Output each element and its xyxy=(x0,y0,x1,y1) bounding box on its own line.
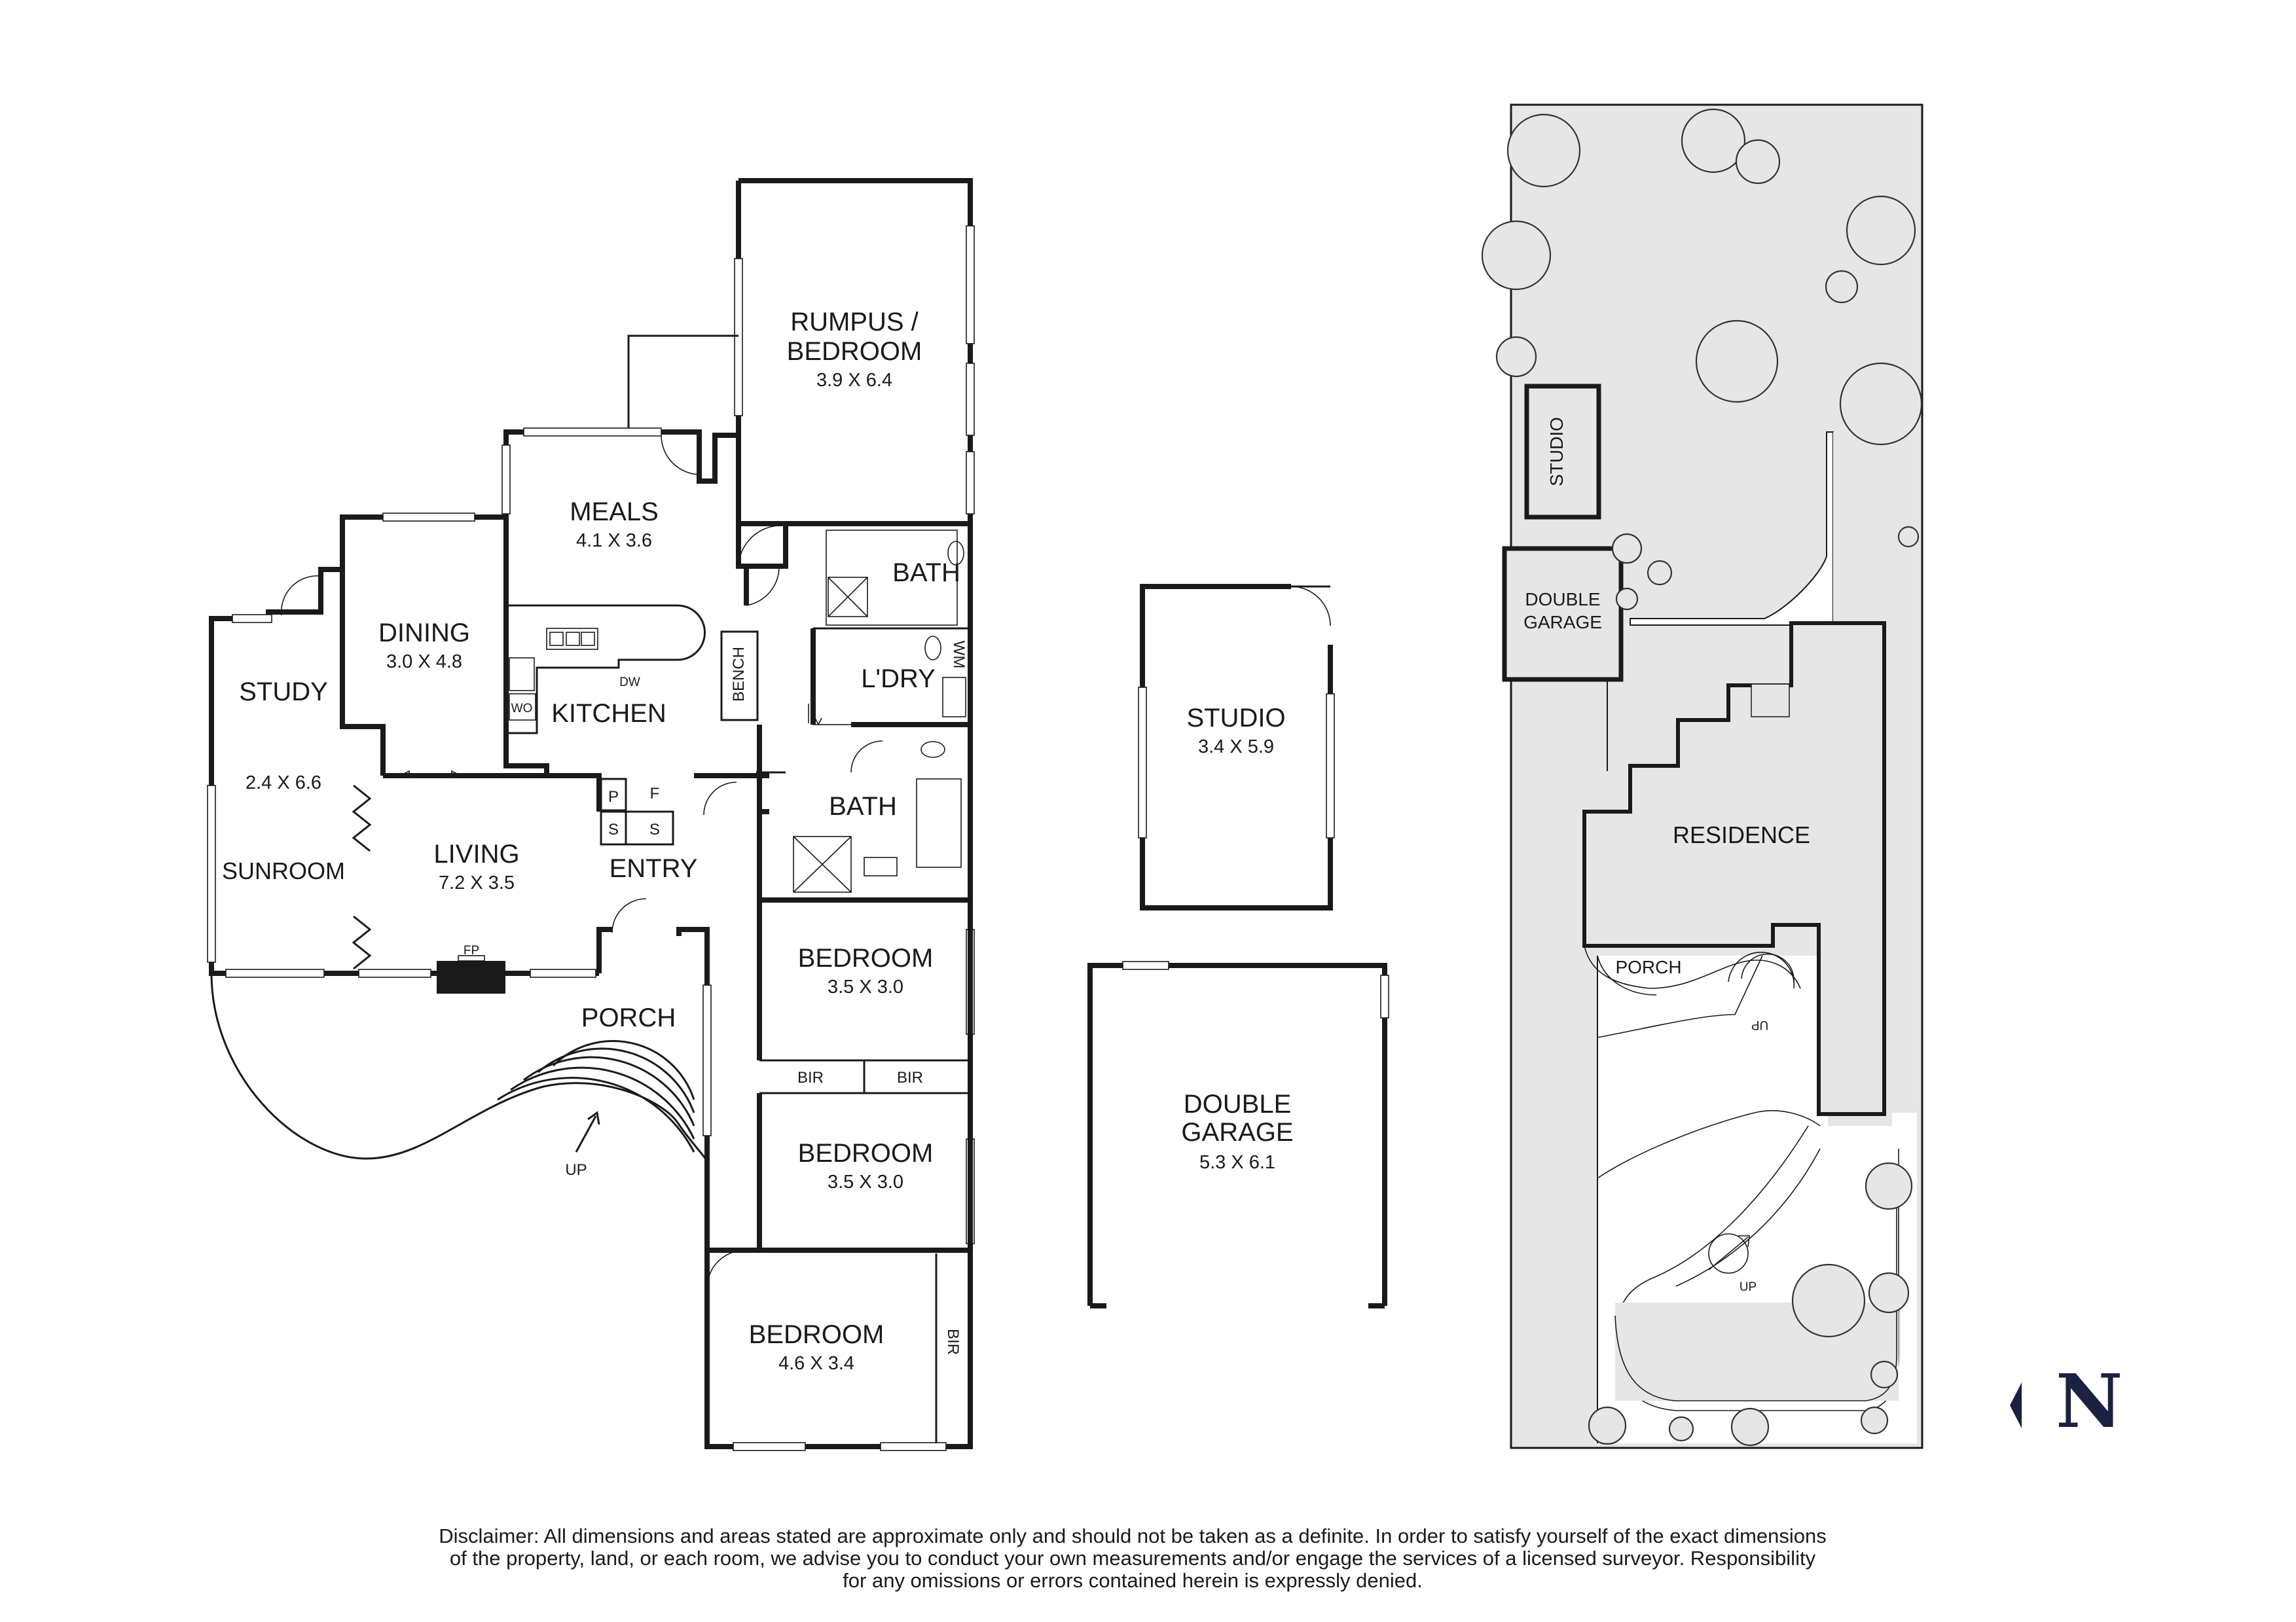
room-dimensions: 3.9 X 6.4 xyxy=(816,370,892,391)
site-garage-label: DOUBLE xyxy=(1525,589,1600,609)
room-dimensions: 4.6 X 3.4 xyxy=(778,1353,854,1374)
site-up-label: UP xyxy=(1751,1018,1768,1032)
site-garage-label: GARAGE xyxy=(1523,612,1602,632)
site-trees xyxy=(1481,108,1923,1447)
room-dimensions: 3.5 X 3.0 xyxy=(828,1172,903,1193)
robe-label: BIR xyxy=(944,1329,962,1355)
fixture-labels: BENCH DW WO WM FP P S F S BIR BIR BIR UP xyxy=(464,641,968,1355)
wall-oven-label: WO xyxy=(511,702,533,715)
fridge-label: F xyxy=(650,785,660,802)
bench-label: BENCH xyxy=(730,647,748,702)
north-letter: N xyxy=(2056,1359,2123,1445)
fireplace-label: FP xyxy=(464,944,479,958)
shelf-label: S xyxy=(649,821,660,838)
room-name: PORCH xyxy=(581,1003,676,1032)
room-name: BEDROOM xyxy=(798,944,934,973)
disclaimer-line: of the property, land, or each room, we … xyxy=(449,1547,1816,1570)
room-name: STUDIO xyxy=(1186,704,1285,732)
room-name: RUMPUS / xyxy=(790,308,919,336)
room-name: ENTRY xyxy=(610,854,698,883)
room-name: STUDY xyxy=(239,677,328,706)
garage-plan: DOUBLE GARAGE 5.3 X 6.1 xyxy=(1087,961,1389,1308)
room-dimensions: 4.1 X 3.6 xyxy=(576,530,652,551)
disclaimer-line: Disclaimer: All dimensions and areas sta… xyxy=(439,1524,1827,1547)
room-name: BATH xyxy=(829,792,897,821)
residence-label: RESIDENCE xyxy=(1673,821,1810,848)
site-studio-label: STUDIO xyxy=(1546,417,1567,486)
washing-machine-label: WM xyxy=(950,641,968,669)
dishwasher-label: DW xyxy=(619,676,640,689)
disclaimer-line: for any omissions or errors contained he… xyxy=(843,1569,1423,1592)
room-dimensions: 5.3 X 6.1 xyxy=(1199,1152,1275,1173)
room-name: SUNROOM xyxy=(222,857,345,884)
north-compass: N xyxy=(2010,1363,2123,1441)
room-name: BATH xyxy=(892,558,960,587)
room-name: GARAGE xyxy=(1181,1118,1293,1147)
room-name: MEALS xyxy=(570,497,659,526)
room-name: DINING xyxy=(378,619,470,647)
north-arrow-icon xyxy=(2010,1382,2022,1428)
room-name: BEDROOM xyxy=(787,337,922,366)
room-dimensions: 3.0 X 4.8 xyxy=(386,651,462,672)
room-dimensions: 2.4 X 6.6 xyxy=(246,772,321,793)
room-labels: RUMPUS / BEDROOM 3.9 X 6.4 MEALS 4.1 X 3… xyxy=(222,308,960,1374)
room-dimensions: 7.2 X 3.5 xyxy=(439,873,515,893)
room-dimensions: 3.4 X 5.9 xyxy=(1198,736,1274,757)
site-plan: STUDIO DOUBLE GARAGE RESIDENCE PORCH UP … xyxy=(1502,103,1923,1449)
room-name: KITCHEN xyxy=(551,699,666,728)
pantry-label: P xyxy=(608,788,619,806)
shelf-label: S xyxy=(608,821,619,838)
robe-label: BIR xyxy=(797,1069,824,1087)
stairs-up-label: UP xyxy=(565,1161,587,1179)
room-name: BEDROOM xyxy=(798,1139,934,1168)
room-dimensions: 3.5 X 3.0 xyxy=(828,977,903,998)
site-porch-label: PORCH xyxy=(1615,957,1681,977)
site-up-label: UP xyxy=(1740,1280,1757,1294)
room-name: BEDROOM xyxy=(749,1320,884,1349)
main-house xyxy=(207,178,975,1451)
room-name: L'DRY xyxy=(861,664,936,693)
robe-label: BIR xyxy=(897,1069,923,1087)
disclaimer: Disclaimer: All dimensions and areas sta… xyxy=(367,1525,1899,1592)
room-name: LIVING xyxy=(433,840,519,869)
studio-plan: STUDIO 3.4 X 5.9 xyxy=(1138,584,1335,910)
room-name: DOUBLE xyxy=(1184,1090,1292,1119)
